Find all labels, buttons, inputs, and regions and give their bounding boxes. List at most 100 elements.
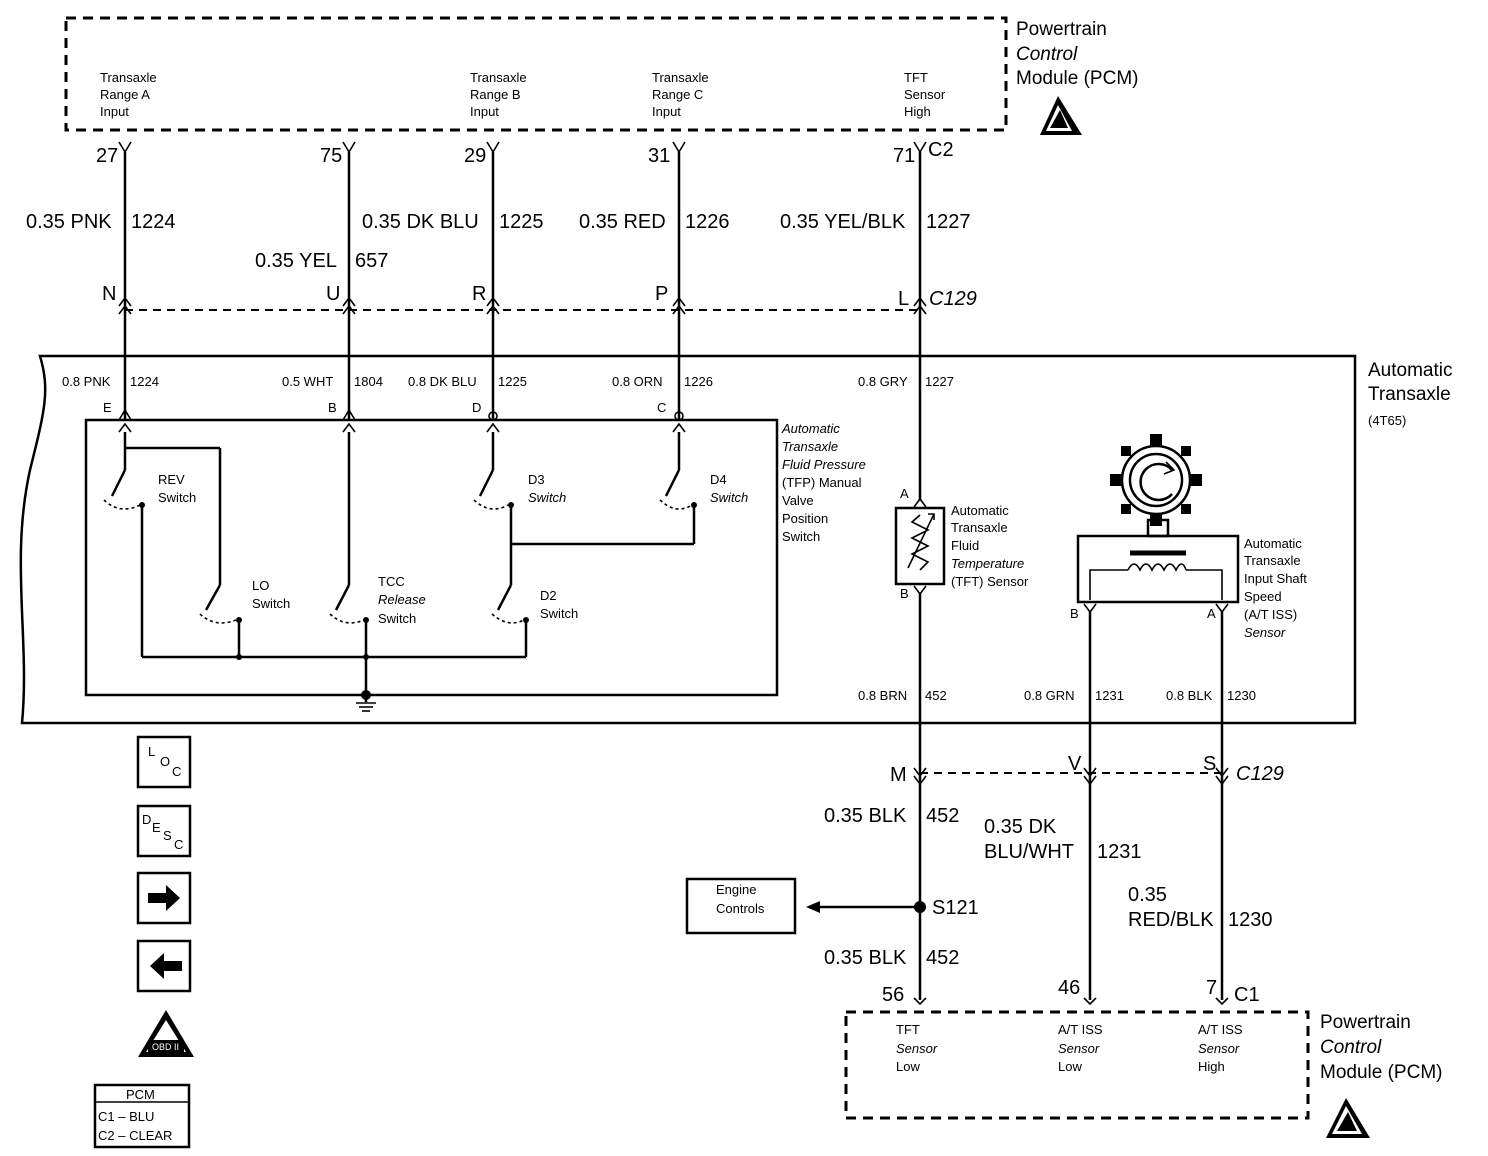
connector-cavity: U [326, 283, 340, 305]
wire-label: 0.8 GRN [1024, 688, 1075, 703]
wire-label: 0.8 BLK [1166, 688, 1213, 703]
reluctor-wheel-icon [1110, 434, 1202, 526]
pin-number: 29 [464, 145, 486, 167]
wire-label: 0.8 DK BLU [408, 374, 477, 389]
svg-text:Temperature: Temperature [951, 556, 1024, 571]
obd-ii-icon[interactable]: OBD II [138, 1010, 194, 1057]
connector-cavity: S [1203, 753, 1216, 775]
c129-top: N U R P L C129 [102, 283, 977, 315]
pcm-input-label: Range B [470, 87, 521, 102]
pcm-connector-legend: PCM C1 – BLU C2 – CLEAR [93, 1083, 191, 1149]
top-wires: 0.35 PNK 1224 0.35 YEL 657 0.35 DK BLU 1… [26, 141, 971, 500]
wire-circuit: 1226 [685, 211, 730, 233]
pin-number: 7 [1206, 977, 1217, 999]
wire-label: 0.35 [1128, 884, 1167, 906]
transaxle-outline [19, 354, 1357, 725]
pcm-input-label: TFT [904, 70, 928, 85]
wire-circuit: 1226 [684, 374, 713, 389]
pcm-top-title-3: Module (PCM) [1016, 68, 1138, 89]
svg-text:OBD II: OBD II [152, 1042, 179, 1052]
svg-text:A/T ISS: A/T ISS [1058, 1022, 1103, 1037]
wire-circuit: 1224 [131, 211, 176, 233]
wire-label: 0.35 DK [984, 816, 1057, 838]
wire-label: 0.35 BLK [824, 947, 907, 969]
svg-text:Transaxle: Transaxle [1244, 553, 1301, 568]
bottom-wires: 0.35 BLK 452 0.35 DK BLU/WHT 1231 0.35 R… [685, 805, 1273, 969]
pcm-input-label: Sensor [904, 87, 946, 102]
wire-circuit: 452 [926, 805, 959, 827]
svg-text:Sensor: Sensor [1058, 1041, 1100, 1056]
pcm-input-label: Input [652, 104, 681, 119]
svg-text:E: E [152, 820, 161, 835]
svg-text:(TFT) Sensor: (TFT) Sensor [951, 574, 1029, 589]
wire-circuit: 1230 [1227, 688, 1256, 703]
iss-sensor: B A Automatic Transaxle Input Shaft Spee… [1070, 434, 1307, 640]
svg-text:TFT: TFT [896, 1022, 920, 1037]
svg-text:Control: Control [1320, 1037, 1382, 1058]
arrow-right-icon[interactable] [136, 871, 192, 925]
svg-text:C1 – BLU: C1 – BLU [98, 1109, 154, 1124]
wire-label: BLU/WHT [984, 841, 1074, 863]
d3-switch: D3 Switch [473, 469, 566, 510]
wire-circuit: 1804 [354, 374, 383, 389]
pin-number: 46 [1058, 977, 1080, 999]
svg-text:LO: LO [252, 578, 269, 593]
svg-text:REV: REV [158, 472, 185, 487]
svg-text:Switch: Switch [378, 611, 416, 626]
arrow-left-icon[interactable] [136, 939, 192, 993]
pcm-input-label: Transaxle [652, 70, 709, 85]
svg-text:PCM: PCM [126, 1087, 155, 1102]
pin-number: 71 [893, 145, 915, 167]
svg-text:Module (PCM): Module (PCM) [1320, 1062, 1442, 1083]
legend: L O C D E S C OBD II PCM C [93, 735, 194, 1149]
tft-sensor: A B Automatic Transaxle Fluid Temperatur… [894, 486, 1029, 601]
rev-switch: REV Switch [103, 469, 196, 510]
svg-text:Transaxle: Transaxle [951, 520, 1008, 535]
wire-circuit: 1227 [926, 211, 971, 233]
svg-text:Automatic: Automatic [1244, 536, 1302, 551]
svg-text:Sensor: Sensor [1244, 625, 1286, 640]
svg-text:Automatic: Automatic [781, 421, 840, 436]
pin-number: 56 [882, 984, 904, 1006]
pcm-input-label: Range C [652, 87, 703, 102]
svg-text:Powertrain: Powertrain [1320, 1012, 1411, 1033]
wire-label: 0.5 WHT [282, 374, 333, 389]
svg-text:Switch: Switch [540, 606, 578, 621]
connector-name: C129 [1236, 763, 1284, 785]
wire-label: 0.35 RED [579, 211, 666, 233]
svg-text:D3: D3 [528, 472, 545, 487]
svg-text:Fluid: Fluid [951, 538, 979, 553]
svg-text:O: O [160, 754, 170, 769]
wire-label: 0.35 BLK [824, 805, 907, 827]
connector-cavity: V [1068, 753, 1082, 775]
svg-text:A: A [900, 486, 909, 501]
wire-label: 0.35 PNK [26, 211, 112, 233]
pcm-input-label: Input [470, 104, 499, 119]
svg-text:Release: Release [378, 592, 426, 607]
tcc-release-switch: TCC Release Switch [329, 574, 426, 626]
pin-letter: D [472, 400, 481, 415]
pcm-top-title-1: Powertrain [1016, 19, 1107, 40]
circuit-description-icon[interactable]: D E S C [136, 804, 192, 858]
pcm-top-box [64, 16, 1008, 132]
svg-text:Fluid Pressure: Fluid Pressure [782, 457, 866, 472]
wire-label: RED/BLK [1128, 909, 1214, 931]
engine-controls-label: Engine [716, 882, 756, 897]
svg-text:S: S [163, 828, 172, 843]
wire-circuit: 1225 [498, 374, 527, 389]
svg-text:Speed: Speed [1244, 589, 1282, 604]
wire-circuit: 1231 [1097, 841, 1142, 863]
arrow-left-icon [806, 901, 820, 913]
tfp-label: Automatic Transaxle Fluid Pressure (TFP)… [781, 421, 866, 544]
connector-cavity: R [472, 283, 486, 305]
svg-text:D4: D4 [710, 472, 727, 487]
wire-label: 0.35 DK BLU [362, 211, 479, 233]
svg-text:Position: Position [782, 511, 828, 526]
connector-cavity: M [890, 764, 907, 786]
esd-icon [1040, 96, 1082, 135]
pin-number: 27 [96, 145, 118, 167]
component-location-icon[interactable]: L O C [136, 735, 192, 789]
svg-text:(A/T ISS): (A/T ISS) [1244, 607, 1297, 622]
wire-circuit: 452 [925, 688, 947, 703]
